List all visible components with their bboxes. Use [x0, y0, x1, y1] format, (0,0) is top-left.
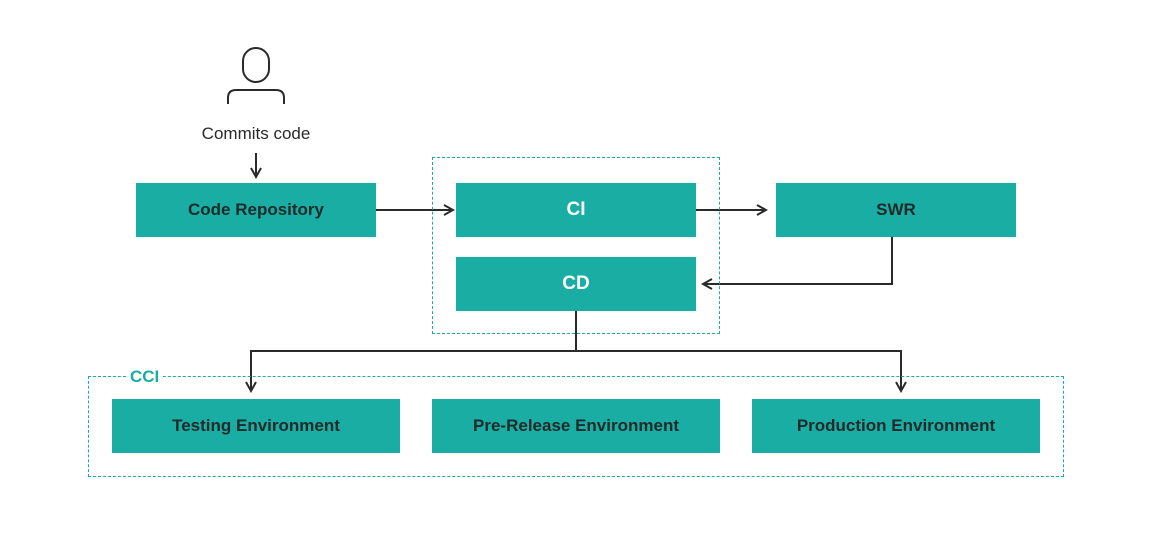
cci-group-label: CCI	[128, 367, 162, 386]
testing-environment-node[interactable]: Testing Environment	[112, 399, 400, 453]
commits-code-label: Commits code	[201, 124, 311, 143]
production-environment-node[interactable]: Production Environment	[752, 399, 1040, 453]
ci-node[interactable]: CI	[456, 183, 696, 237]
code-repository-node[interactable]: Code Repository	[136, 183, 376, 237]
pre-release-environment-node[interactable]: Pre-Release Environment	[432, 399, 720, 453]
arrow-cd-to-production	[576, 350, 901, 391]
arrow-swr-to-cd	[703, 237, 893, 284]
swr-node[interactable]: SWR	[776, 183, 1016, 237]
ci-cd-group	[432, 157, 720, 334]
user-icon	[227, 47, 285, 104]
cci-group	[88, 376, 1064, 477]
arrow-cd-to-testing	[251, 350, 576, 391]
cd-node[interactable]: CD	[456, 257, 696, 311]
